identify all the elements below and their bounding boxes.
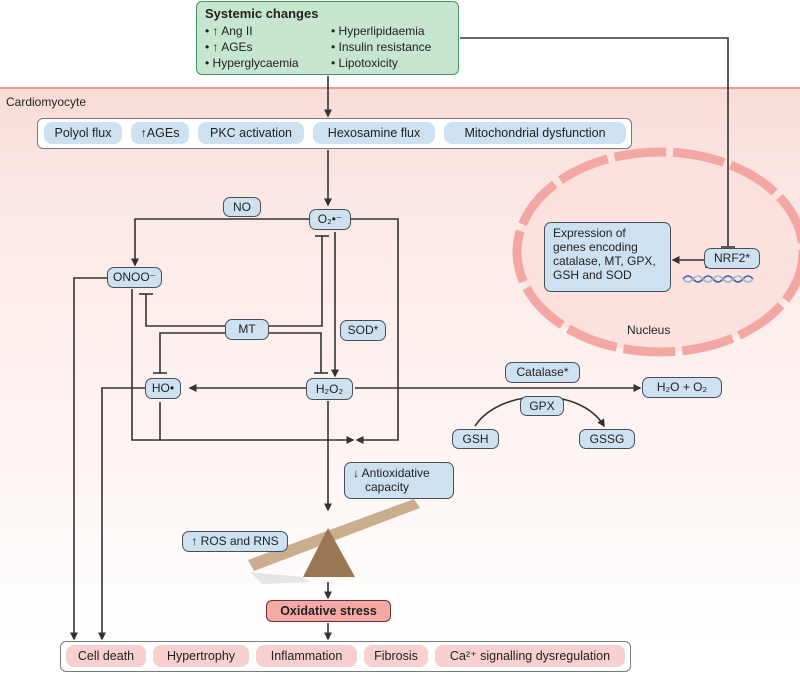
systemic-item: • Hyperlipidaemia	[331, 24, 425, 38]
antioxidative-line: capacity	[365, 480, 410, 494]
peroxynitrite-node: ONOO⁻	[107, 267, 162, 288]
expression-line: genes encoding	[553, 240, 638, 254]
outcome-calcium-signalling: Ca²⁺ signalling dysregulation	[435, 645, 625, 667]
seesaw-shadow	[250, 572, 310, 584]
gsh-node: GSH	[452, 429, 499, 449]
gssg-node: GSSG	[579, 429, 635, 449]
expression-line: GSH and SOD	[553, 268, 632, 282]
metallothionein-node: MT	[225, 319, 269, 340]
no-node: NO	[223, 197, 261, 217]
nrf2-node: NRF2*	[704, 248, 760, 269]
cardiomyocyte-label: Cardiomyocyte	[6, 95, 87, 109]
pathway-polyol-flux: Polyol flux	[44, 122, 122, 144]
superoxide-node: O₂•⁻	[309, 209, 351, 230]
antioxidative-capacity-box: ↓ Antioxidative capacity	[344, 462, 454, 499]
expression-line: catalase, MT, GPX,	[553, 254, 656, 268]
cell-membrane	[0, 87, 800, 89]
systemic-item: • Insulin resistance	[331, 40, 432, 54]
pathway-mitochondrial-dysfunction: Mitochondrial dysfunction	[444, 122, 626, 144]
systemic-item: • Lipotoxicity	[331, 56, 398, 70]
ros-rns-box: ↑ ROS and RNS	[182, 531, 288, 552]
outcome-inflammation: Inflammation	[256, 645, 357, 667]
expression-line: Expression of	[553, 226, 626, 240]
gene-expression-box: Expression of genes encoding catalase, M…	[544, 222, 671, 292]
hydrogen-peroxide-node: H₂O₂	[306, 378, 353, 400]
systemic-item: • ↑ Ang II	[205, 24, 253, 38]
pathway-pkc-activation: PKC activation	[198, 122, 304, 144]
water-oxygen-node: H₂O + O₂	[642, 377, 722, 398]
systemic-changes-title: Systemic changes	[205, 6, 319, 21]
pathway-hexosamine-flux: Hexosamine flux	[313, 122, 435, 144]
oxidative-stress-box: Oxidative stress	[266, 600, 391, 622]
pathway-ages: ↑AGEs	[131, 122, 189, 144]
outcome-fibrosis: Fibrosis	[364, 645, 428, 667]
nucleus-label: Nucleus	[627, 323, 671, 337]
antioxidative-line: ↓ Antioxidative	[353, 466, 430, 480]
seesaw-beam	[248, 499, 420, 571]
hydroxyl-radical-node: HO•	[145, 378, 181, 399]
sod-node: SOD*	[340, 320, 386, 341]
outcome-hypertrophy: Hypertrophy	[153, 645, 249, 667]
systemic-item: • ↑ AGEs	[205, 40, 253, 54]
systemic-changes-box: Systemic changes • ↑ Ang II • ↑ AGEs • H…	[196, 1, 459, 75]
gpx-node: GPX	[520, 396, 564, 416]
seesaw-fulcrum	[303, 528, 355, 577]
systemic-item: • Hyperglycaemia	[205, 56, 299, 70]
outcome-cell-death: Cell death	[66, 645, 146, 667]
catalase-node: Catalase*	[505, 362, 580, 383]
